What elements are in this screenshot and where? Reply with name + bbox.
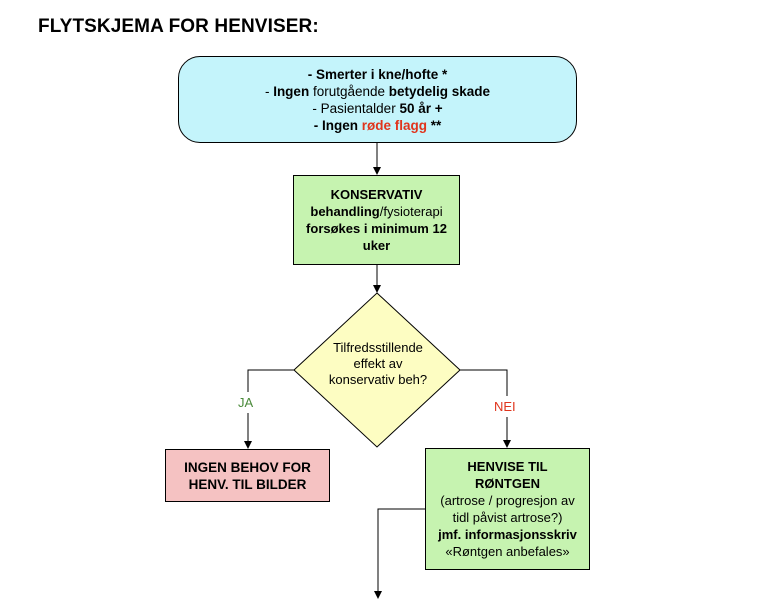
henvise-line-6: «Røntgen anbefales» (445, 544, 570, 559)
henvise-line-5: jmf. informasjonsskriv (438, 527, 577, 542)
konservativ-box: KONSERVATIV behandling/fysioterapi forsø… (293, 175, 460, 265)
henvise-line-3: (artrose / progresjon av (440, 493, 575, 508)
start-line-4: - Ingen røde flagg ** (313, 117, 442, 133)
henvise-line-1: HENVISE TIL (467, 459, 548, 474)
henvise-box: HENVISE TIL RØNTGEN (artrose / progresjo… (425, 448, 590, 570)
yes-label: JA (238, 395, 254, 410)
konservativ-line-1: KONSERVATIV (330, 187, 423, 202)
henvise-line-4: tidl påvist artrose?) (452, 510, 563, 525)
ingen-behov-line-1: INGEN BEHOV FOR (184, 459, 311, 475)
decision-line-2: effekt av (353, 356, 403, 371)
arrow-decision-to-henvise (460, 369, 508, 396)
konservativ-line-2: behandling/fysioterapi (310, 204, 443, 219)
decision-line-3: konservativ beh? (328, 372, 428, 387)
decision-line-1: Tilfredsstillende (333, 340, 423, 355)
start-line-2: - Ingen forutgående betydelig skade (264, 83, 491, 99)
decision-diamond (293, 292, 461, 448)
arrow-decision-to-ingen (247, 369, 294, 392)
start-line-3: - Pasientalder 50 år + (312, 100, 443, 116)
konservativ-line-3: forsøkes i minimum 12 (306, 221, 447, 236)
page-title: FLYTSKJEMA FOR HENVISER: (38, 16, 319, 37)
ingen-behov-box: INGEN BEHOV FOR HENV. TIL BILDER (165, 449, 330, 502)
arrow-henvise-continue (374, 508, 425, 599)
no-label: NEI (494, 399, 516, 414)
henvise-line-2: RØNTGEN (475, 476, 540, 491)
start-line-1: - Smerter i kne/hofte * (307, 66, 448, 82)
konservativ-line-4: uker (362, 238, 391, 253)
ingen-behov-line-2: HENV. TIL BILDER (188, 476, 307, 492)
start-criteria-box: - Smerter i kne/hofte * - Ingen forutgåe… (178, 56, 577, 143)
decision-text: Tilfredsstillende effekt av konservativ … (315, 340, 441, 388)
